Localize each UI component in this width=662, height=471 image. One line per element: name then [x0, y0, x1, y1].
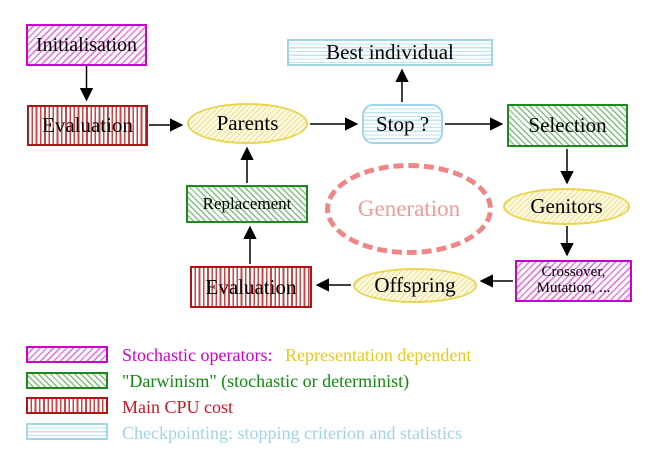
node-replacement-label: Replacement	[202, 194, 292, 214]
node-parents: Parents	[187, 103, 308, 144]
node-best-individual: Best individual	[287, 39, 493, 66]
legend-swatch-darwinism	[26, 372, 108, 389]
node-offspring-label: Offspring	[374, 273, 456, 298]
node-evaluation-top-label: Evaluation	[42, 113, 133, 138]
node-evaluation-top: Evaluation	[27, 105, 148, 146]
node-initialisation: Initialisation	[26, 24, 147, 66]
legend-swatch-stochastic	[26, 346, 108, 363]
node-genitors-label: Genitors	[530, 194, 603, 219]
node-evaluation-bottom: Evaluation	[190, 266, 312, 308]
node-parents-label: Parents	[216, 111, 279, 136]
node-initialisation-label: Initialisation	[35, 33, 138, 56]
generation-label: Generation	[357, 195, 461, 221]
node-replacement: Replacement	[186, 185, 308, 223]
node-stop-label: Stop ?	[375, 111, 430, 136]
legend-checkpointing-label: Checkpointing: stopping criterion and st…	[122, 423, 462, 443]
legend-darwinism-label: "Darwinism" (stochastic or determinist)	[122, 371, 410, 391]
generation-ellipse: Generation	[325, 163, 493, 255]
node-evaluation-bottom-label: Evaluation	[205, 274, 297, 299]
node-selection: Selection	[507, 104, 628, 147]
node-selection-label: Selection	[528, 113, 607, 138]
node-offspring: Offspring	[353, 268, 477, 303]
node-crossover-label: Crossover,	[541, 264, 606, 281]
node-genitors: Genitors	[503, 188, 630, 225]
node-stop: Stop ?	[362, 104, 443, 144]
legend-stochastic-suffix: Representation dependent	[284, 345, 472, 365]
legend-row-stochastic: Stochastic operators: Representation dep…	[122, 345, 471, 366]
legend-cpu-label: Main CPU cost	[122, 397, 234, 417]
node-mutation-label: Mutation, ...	[536, 280, 611, 296]
node-best-individual-label: Best individual	[326, 40, 454, 65]
legend-swatch-cpu	[26, 397, 108, 414]
legend-stochastic-label: Stochastic operators:	[122, 345, 273, 365]
legend-swatch-checkpointing	[26, 423, 108, 440]
node-crossover-mutation: Crossover, Mutation, ...	[515, 260, 632, 302]
